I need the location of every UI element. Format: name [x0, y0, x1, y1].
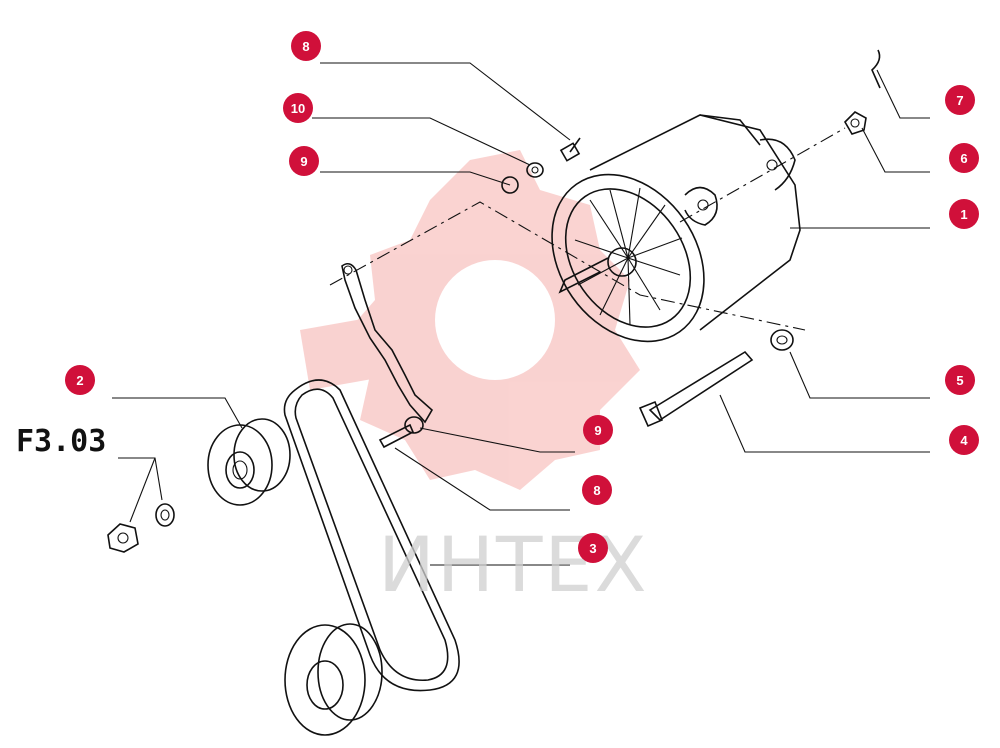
- callout-10[interactable]: 10: [283, 93, 313, 123]
- hardware: [107, 49, 881, 553]
- callout-5[interactable]: 5: [945, 365, 975, 395]
- callout-8-top[interactable]: 8: [291, 31, 321, 61]
- figure-label: F3.03: [16, 424, 107, 459]
- callout-1[interactable]: 1: [949, 199, 979, 229]
- callout-3[interactable]: 3: [578, 533, 608, 563]
- callout-8-mid[interactable]: 8: [582, 475, 612, 505]
- callout-6[interactable]: 6: [949, 143, 979, 173]
- pulley-upper: [207, 418, 291, 506]
- callout-2[interactable]: 2: [65, 365, 95, 395]
- callout-9-mid[interactable]: 9: [583, 415, 613, 445]
- drive-belt: [283, 379, 460, 692]
- adjuster-rod: [341, 262, 434, 424]
- callout-7[interactable]: 7: [945, 85, 975, 115]
- pulley-lower: [284, 623, 383, 736]
- alternator: [551, 114, 801, 343]
- leader-lines: [112, 62, 930, 566]
- callout-4[interactable]: 4: [949, 425, 979, 455]
- callout-9-top[interactable]: 9: [289, 146, 319, 176]
- watermark-text: ИНТЕХ: [378, 520, 649, 609]
